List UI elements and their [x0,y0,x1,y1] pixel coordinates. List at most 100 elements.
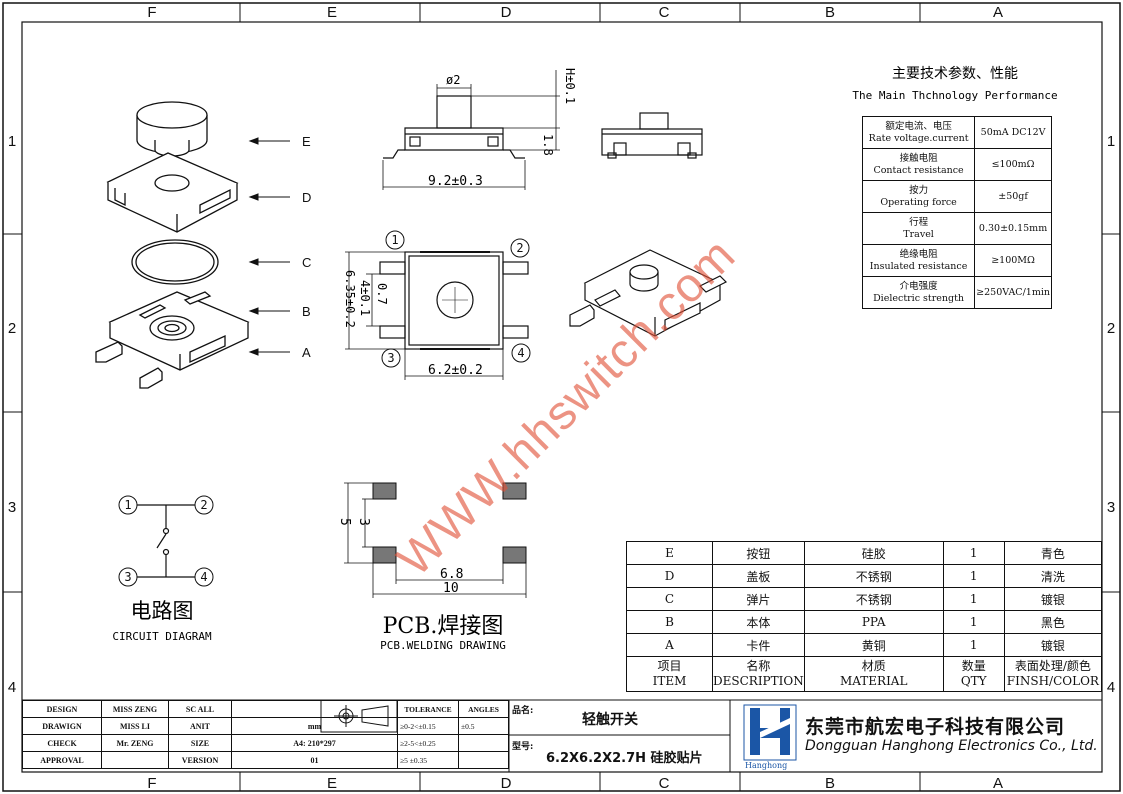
bom-qty: 1 [942,633,1005,657]
tol-value: ≥2-5<±0.25 [397,734,459,752]
col-label: D [501,4,512,21]
col-label: C [659,4,670,21]
tb-value: Mr. ZENG [101,734,169,752]
tb-label: APPROVAL [22,751,102,769]
header-item-en: ITEM [652,674,687,688]
spec-cn: 行程 [909,216,929,228]
spec-en: Operating force [880,196,957,208]
dim-5: 5 [337,518,352,526]
spec-cn: 介电强度 [899,280,938,292]
part-c-dome [131,239,219,285]
row-label: 3 [1107,499,1115,516]
bom-material: 不锈钢 [803,564,944,588]
bom-finish: 黑色 [1003,610,1103,634]
circuit-pin: 3 [124,570,131,584]
table-row: D 盖板 不锈钢 1 清洗 [626,564,1103,588]
title-block-table: DESIGN MISS ZENG SC ALL DRAWIGN MISS LI … [22,700,398,769]
company-name-en: Dongguan Hanghong Electronics Co., Ltd. [805,738,1098,754]
part-label: E [302,134,311,149]
row-label: 2 [8,320,16,337]
bom-item: D [626,564,713,588]
bom-finish: 镀银 [1003,633,1103,657]
angle-value: ±0.5 [458,717,509,735]
table-row: CHECK Mr. ZENG SIZE A4: 210*297 [22,734,398,752]
bom-name: 卡件 [712,633,805,657]
tol-value: ≥5 ±0.35 [397,751,459,769]
circuit-pin: 1 [124,498,131,512]
table-row: ≥5 ±0.35 [397,751,509,769]
header-item-cn: 项目 [657,659,682,673]
spec-en: Rate voltage.current [868,132,969,144]
dim-635: 6.35±0.2 [343,270,357,328]
dim-width: 9.2±0.3 [428,174,483,189]
row-label: 2 [1107,320,1115,337]
header-qty-cn: 数量 [961,659,986,673]
part-label: D [302,190,311,205]
tb-value [231,700,398,718]
col-label: A [993,775,1003,792]
spec-cn: 接触电阻 [899,152,938,164]
tb-value: MISS LI [101,717,169,735]
col-label: B [825,4,835,21]
table-row: ≥0-2<±0.15 ±0.5 [397,717,509,735]
bom-material: 黄铜 [803,633,944,657]
tol-value: ≥0-2<±0.15 [397,717,459,735]
spec-value: 0.30±0.15mm [974,212,1052,245]
part-a-terminals [95,341,163,389]
col-label: A [993,4,1003,21]
bom-qty: 1 [942,587,1005,611]
part-d-cover [106,152,239,233]
bom-qty: 1 [942,541,1005,565]
part-label: A [302,345,311,360]
dim-dia: ø2 [446,73,460,87]
bom-name: 弹片 [712,587,805,611]
spec-value: ≤100mΩ [974,148,1052,181]
logo-icon [743,704,797,761]
spec-cn: 按力 [909,184,929,196]
dim-3: 3 [356,518,371,526]
table-row: A 卡件 黄铜 1 镀银 [626,633,1103,657]
dim-h-tol: H±0.1 [563,68,577,104]
tolerance-table: TOLERANCE ANGLES ≥0-2<±0.15 ±0.5 ≥2-5<±0… [397,700,509,769]
header-name-cn: 名称 [746,659,771,673]
spec-en: Contact resistance [873,164,964,176]
circuit-title-en: CIRCUIT DIAGRAM [112,630,212,643]
spec-value: 50mA DC12V [974,116,1052,149]
bom-qty: 1 [942,564,1005,588]
specs-title-en: The Main Thchnology Performance [852,89,1057,102]
dim-62: 6.2±0.2 [428,363,483,378]
col-label: F [147,4,156,21]
bom-table: E 按钮 硅胶 1 青色 D 盖板 不锈钢 1 清洗 C 弹片 不锈钢 1 镀银… [626,541,1103,692]
col-label: F [147,775,156,792]
pcb-drawing [344,482,527,598]
tb-label: ANIT [168,717,232,735]
bom-qty: 1 [942,610,1005,634]
bom-material: PPA [803,610,944,634]
row-label: 4 [8,679,16,696]
col-label: B [825,775,835,792]
bom-item: A [626,633,713,657]
spec-value: ≥250VAC/1min [974,276,1052,309]
bom-material: 硅胶 [803,541,944,565]
tol-header: TOLERANCE [397,700,459,718]
circuit-diagram [136,504,196,578]
bom-finish: 清洗 [1003,564,1103,588]
tb-value: 01 [231,751,398,769]
bom-material: 不锈钢 [803,587,944,611]
tb-value: mm [231,717,398,735]
table-row: E 按钮 硅胶 1 青色 [626,541,1103,565]
circuit-pin: 4 [200,570,207,584]
pcb-title-en: PCB.WELDING DRAWING [380,639,506,652]
row-label: 1 [8,133,16,150]
table-row: DESIGN MISS ZENG SC ALL [22,700,398,718]
header-qty-en: QTY [960,674,987,688]
col-label: E [327,775,337,792]
tb-label: CHECK [22,734,102,752]
